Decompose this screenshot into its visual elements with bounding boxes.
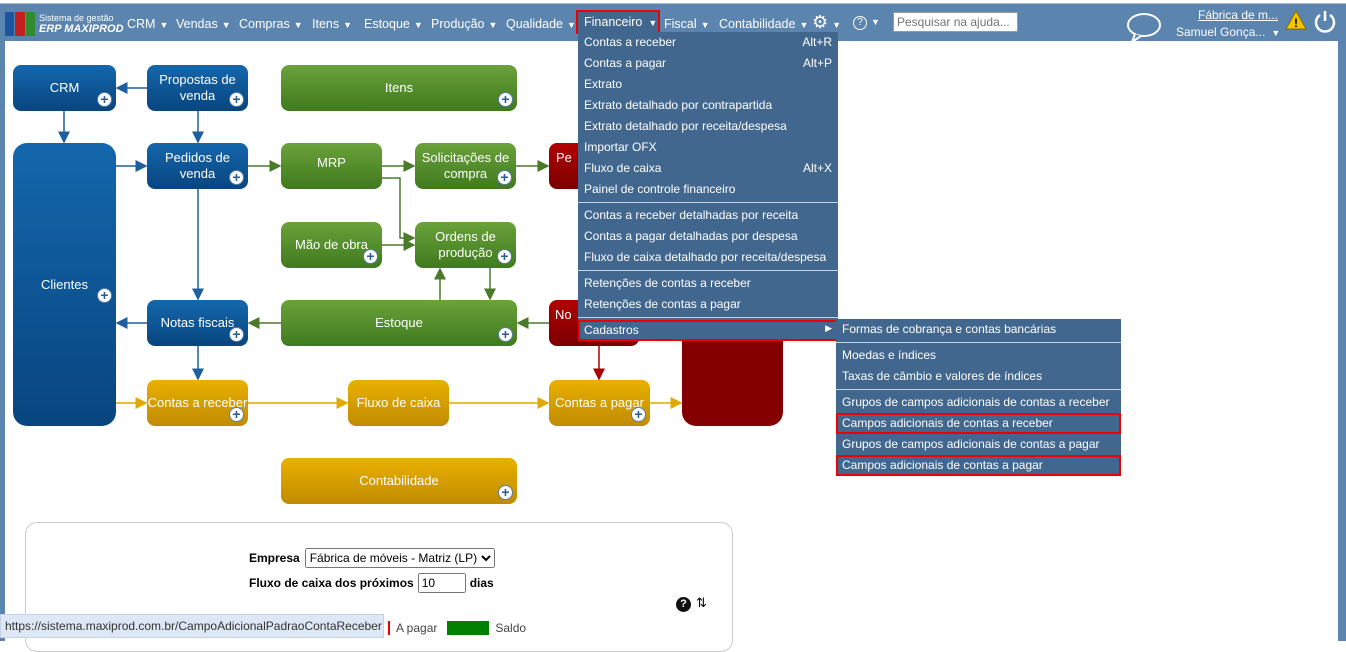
plus-icon[interactable]: + — [497, 249, 512, 264]
diagram-contas-pagar[interactable]: Contas a pagar+ — [549, 380, 650, 426]
submenu-item[interactable]: Taxas de câmbio e valores de índices — [842, 369, 1043, 383]
legend-pagar: A pagar — [396, 621, 438, 635]
diagram-mao-obra[interactable]: Mão de obra+ — [281, 222, 382, 268]
scrollbar[interactable] — [1338, 41, 1346, 641]
diagram-arrows — [58, 82, 683, 409]
empresa-select[interactable]: Fábrica de móveis - Matriz (LP) — [304, 548, 495, 568]
diagram-crm[interactable]: CRM+ — [13, 65, 116, 111]
submenu-item[interactable]: Moedas e índices — [842, 348, 937, 362]
submenu-item[interactable]: Formas de cobrança e contas bancárias — [842, 322, 1057, 336]
menu-item[interactable]: Fluxo de caixa detalhado por receita/des… — [584, 250, 827, 264]
legend-saldo: Saldo — [495, 621, 527, 635]
chevron-right-icon: ▶ — [825, 323, 832, 333]
plus-icon[interactable]: + — [229, 407, 244, 422]
menu-item[interactable]: Extrato — [584, 77, 623, 91]
status-bar-url: https://sistema.maxiprod.com.br/CampoAdi… — [0, 614, 384, 638]
menu-divider — [578, 270, 838, 271]
nav-itens[interactable]: Itens▼ — [312, 17, 353, 31]
plus-icon[interactable]: + — [97, 288, 112, 303]
diagram-pedidos-venda[interactable]: Pedidos de venda+ — [147, 143, 248, 189]
nav-estoque[interactable]: Estoque▼ — [364, 17, 423, 31]
fluxo-label: Fluxo de caixa dos próximos — [249, 576, 414, 590]
menu-item[interactable]: Extrato detalhado por receita/despesa — [584, 119, 787, 133]
submenu-item[interactable]: Campos adicionais de contas a pagar — [836, 455, 1121, 476]
menu-item[interactable]: Extrato detalhado por contrapartida — [584, 98, 773, 112]
diagram-clientes[interactable]: Clientes+ — [13, 143, 116, 426]
logo-line1: Sistema de gestão — [39, 13, 114, 23]
menu-item[interactable]: Importar OFX — [584, 140, 657, 154]
menu-item[interactable]: Retenções de contas a receber — [584, 276, 751, 290]
diagram-mrp[interactable]: MRP — [281, 143, 382, 189]
diagram-itens[interactable]: Itens+ — [281, 65, 517, 111]
user-menu[interactable]: Samuel Gonça...▼ — [1176, 25, 1281, 39]
chat-icon[interactable] — [1125, 12, 1163, 44]
menu-item[interactable]: Contas a receber detalhadas por receita — [584, 208, 799, 222]
nav-crm[interactable]: CRM▼ — [127, 17, 169, 31]
legend-pagar-swatch — [388, 621, 390, 635]
diagram-solicitacoes[interactable]: Solicitações de compra+ — [415, 143, 516, 189]
svg-text:!: ! — [1294, 16, 1298, 30]
nav-vendas[interactable]: Vendas▼ — [176, 17, 231, 31]
submenu-item[interactable]: Grupos de campos adicionais de contas a … — [842, 437, 1100, 451]
menu-item[interactable]: Retenções de contas a pagar — [584, 297, 741, 311]
logo-line2: ERP MAXIPROD — [39, 23, 124, 35]
nav-fiscal[interactable]: Fiscal▼ — [664, 17, 710, 31]
nav-contabilidade[interactable]: Contabilidade▼ — [719, 17, 809, 31]
menu-item-cadastros[interactable]: Cadastros▶ — [578, 320, 838, 341]
submenu-item[interactable]: Campos adicionais de contas a receber — [836, 413, 1121, 434]
menu-divider — [578, 317, 838, 318]
refresh-icon[interactable]: ⇅ — [696, 595, 707, 610]
nav-qualidade[interactable]: Qualidade▼ — [506, 17, 576, 31]
dias-input[interactable] — [417, 573, 466, 593]
help-search-input[interactable] — [893, 12, 1018, 32]
plus-icon[interactable]: + — [229, 170, 244, 185]
menu-item[interactable]: Contas a pagar detalhadas por despesa — [584, 229, 798, 243]
diagram-ordens[interactable]: Ordens de produção+ — [415, 222, 516, 268]
plus-icon[interactable]: + — [498, 485, 513, 500]
plus-icon[interactable]: + — [229, 92, 244, 107]
diagram-estoque[interactable]: Estoque+ — [281, 300, 517, 346]
help-icon[interactable]: ? — [676, 597, 691, 612]
warning-icon[interactable]: ! — [1285, 10, 1307, 30]
diagram-propostas[interactable]: Propostas de venda+ — [147, 65, 248, 111]
logo-icon — [5, 12, 35, 36]
plus-icon[interactable]: + — [498, 92, 513, 107]
plus-icon[interactable]: + — [498, 327, 513, 342]
plus-icon[interactable]: + — [631, 407, 646, 422]
gear-icon[interactable]: ⚙▼ — [812, 12, 842, 32]
plus-icon[interactable]: + — [497, 170, 512, 185]
diagram-fluxo-caixa[interactable]: Fluxo de caixa — [348, 380, 449, 426]
diagram-contas-receber[interactable]: Contas a receber+ — [147, 380, 248, 426]
menu-divider — [578, 202, 838, 203]
nav-producao[interactable]: Produção▼ — [431, 17, 498, 31]
menu-divider — [836, 389, 1121, 390]
diagram-contabilidade[interactable]: Contabilidade+ — [281, 458, 517, 504]
menu-divider — [836, 342, 1121, 343]
nav-compras[interactable]: Compras▼ — [239, 17, 303, 31]
plus-icon[interactable]: + — [97, 92, 112, 107]
left-border — [0, 41, 5, 641]
power-icon[interactable] — [1313, 9, 1337, 33]
diagram-notas-fiscais[interactable]: Notas fiscais+ — [147, 300, 248, 346]
empresa-label: Empresa — [249, 551, 300, 565]
menu-item[interactable]: Painel de controle financeiro — [584, 182, 736, 196]
dias-label: dias — [469, 576, 494, 590]
plus-icon[interactable]: + — [229, 327, 244, 342]
legend-saldo-swatch — [447, 621, 490, 635]
company-link[interactable]: Fábrica de m... — [1198, 8, 1279, 22]
help-icon[interactable]: ?▼ — [853, 14, 880, 30]
plus-icon[interactable]: + — [363, 249, 378, 264]
submenu-item[interactable]: Grupos de campos adicionais de contas a … — [842, 395, 1110, 409]
